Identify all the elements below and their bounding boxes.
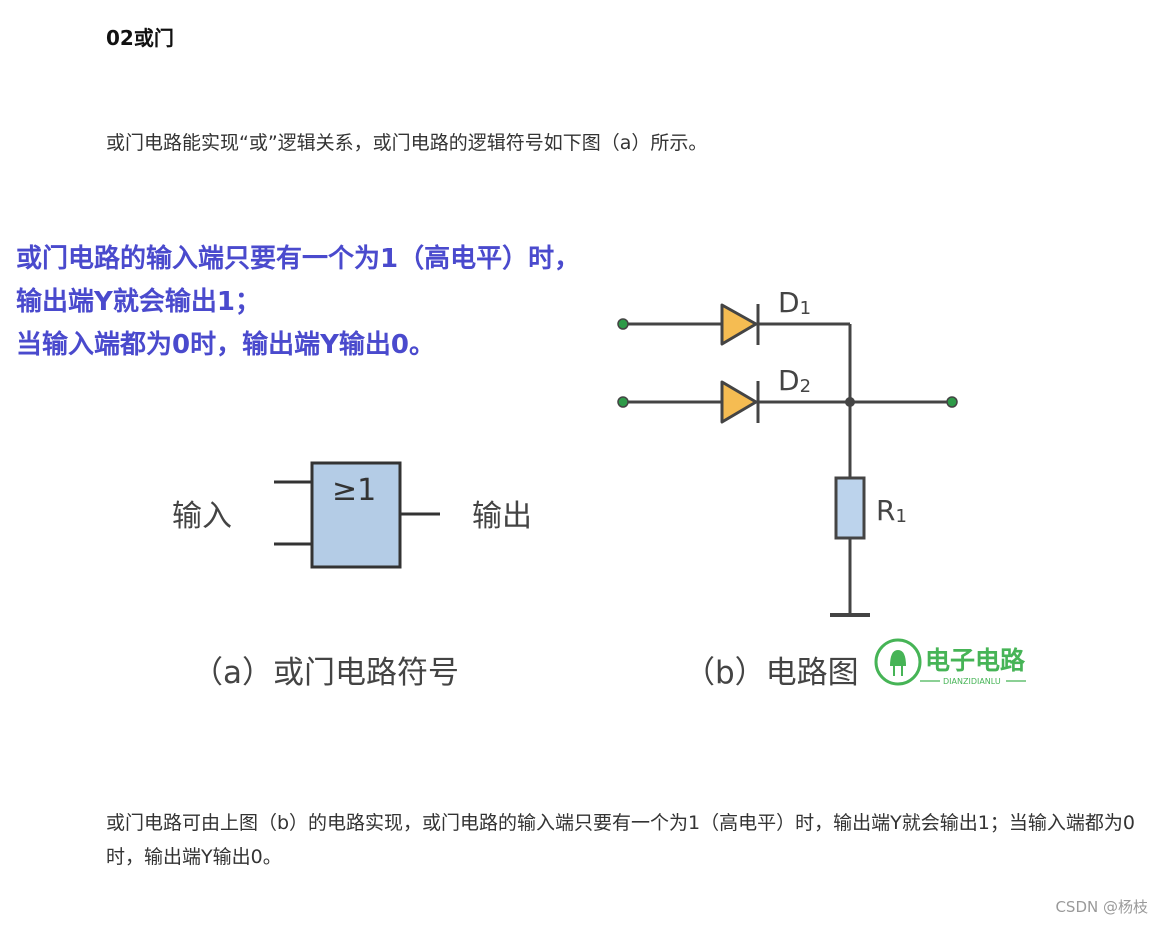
caption-a: （a）或门电路符号 xyxy=(192,655,459,691)
callout-line-2: 输出端Y就会输出1； xyxy=(16,287,261,317)
input-label: 输入 xyxy=(172,499,232,534)
section-heading: 02或门 xyxy=(106,26,174,50)
r1-label: R1 xyxy=(876,494,907,527)
led-bulb-icon xyxy=(890,650,906,666)
callout-line-1: 或门电路的输入端只要有一个为1（高电平）时， xyxy=(16,244,581,274)
or-gate-figure: ≥1 输入 输出 （a）或门电路符号 xyxy=(150,280,1050,720)
terminal-in2 xyxy=(617,396,629,408)
figure-svg: ≥1 输入 输出 （a）或门电路符号 xyxy=(172,286,1026,691)
diode-d1 xyxy=(720,303,758,346)
terminal-in1 xyxy=(617,318,629,330)
gate-label: ≥1 xyxy=(332,473,376,508)
resistor-r1 xyxy=(834,476,866,540)
terminal-out xyxy=(946,396,958,408)
electronics-logo: 电子电路 DIANZIDIANLU xyxy=(874,638,1026,686)
logo-subtext: DIANZIDIANLU xyxy=(943,677,1001,686)
diode-d2 xyxy=(720,380,758,424)
circuit-diagram: D1 D2 R1 xyxy=(617,286,958,617)
junction-node xyxy=(845,397,855,407)
caption-b: （b）电路图 xyxy=(684,655,859,691)
explanation-paragraph: 或门电路可由上图（b）的电路实现，或门电路的输入端只要有一个为1（高电平）时，输… xyxy=(106,812,1135,868)
intro-paragraph: 或门电路能实现“或”逻辑关系，或门电路的逻辑符号如下图（a）所示。 xyxy=(106,132,708,154)
led-icon xyxy=(874,638,922,686)
callout-line-3: 当输入端都为0时，输出端Y输出0。 xyxy=(16,330,436,360)
watermark: CSDN @杨枝 xyxy=(1055,898,1148,916)
callout-annotation: 或门电路的输入端只要有一个为1（高电平）时， 输出端Y就会输出1； 当输入端都为… xyxy=(16,238,580,367)
output-label: 输出 xyxy=(472,499,532,534)
or-gate-symbol: ≥1 输入 输出 xyxy=(172,461,532,569)
d2-label: D2 xyxy=(778,364,811,397)
logo-text: 电子电路 xyxy=(925,646,1026,675)
d1-label: D1 xyxy=(778,286,811,319)
